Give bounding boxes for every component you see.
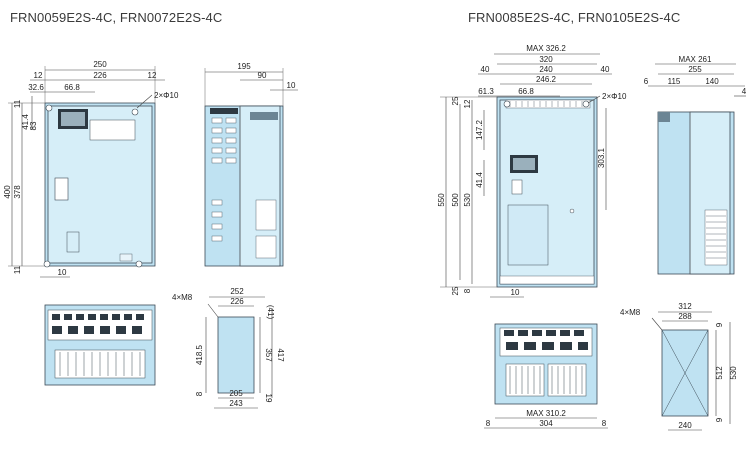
dim-8-rb-right: 8 <box>602 419 607 428</box>
dim-max-310-2: MAX 310.2 <box>526 409 566 418</box>
dim-90: 90 <box>258 71 267 80</box>
dim-400: 400 <box>3 185 12 199</box>
dim-512: 512 <box>715 366 724 380</box>
dim-max-326-2: MAX 326.2 <box>526 44 566 53</box>
dim-11-bottom: 11 <box>13 265 22 274</box>
dim-66-8: 66.8 <box>64 83 80 92</box>
right-side-dimensions: MAX 261 255 6 115 140 4 <box>644 55 747 97</box>
dim-9-top: 9 <box>715 322 724 327</box>
dim-252: 252 <box>230 287 244 296</box>
left-side-dimensions: 195 90 10 <box>204 62 298 106</box>
dim-255: 255 <box>688 65 702 74</box>
left-front-view <box>43 102 156 268</box>
dim-10-side: 10 <box>287 81 296 90</box>
dim-205: 205 <box>229 389 243 398</box>
right-front-dimensions: MAX 326.2 320 40 240 40 246.2 61.3 66.8 … <box>437 44 627 298</box>
dim-10-right-front: 10 <box>511 288 520 297</box>
dim-83: 83 <box>29 121 38 130</box>
dim-41-4: 41.4 <box>21 114 30 130</box>
dim-530-cutout: 530 <box>729 366 738 380</box>
dim-304: 304 <box>539 419 553 428</box>
dim-288: 288 <box>678 312 692 321</box>
dim-378: 378 <box>13 185 22 199</box>
dim-6: 6 <box>644 77 649 86</box>
dim-25-bottom: 25 <box>451 286 460 295</box>
dim-11-top: 11 <box>13 99 22 108</box>
dim-12: 12 <box>463 99 472 108</box>
dim-240: 240 <box>539 65 553 74</box>
dim-12-right: 12 <box>148 71 157 80</box>
dim-243: 243 <box>229 399 243 408</box>
dim-303-1: 303.1 <box>597 147 606 168</box>
dim-115: 115 <box>668 77 681 86</box>
left-side-view <box>204 105 284 267</box>
dim-500: 500 <box>451 193 460 207</box>
dim-19: 19 <box>264 394 273 403</box>
dim-41-paren: (41) <box>266 305 275 320</box>
dim-418-5: 418.5 <box>195 344 204 365</box>
hole-label-left: 2×Φ10 <box>154 91 179 100</box>
dim-250: 250 <box>93 60 107 69</box>
left-bottom-view <box>44 304 156 386</box>
holes-label-right: 4×M8 <box>620 308 641 317</box>
diagram-title-right: FRN0085E2S-4C, FRN0105E2S-4C <box>468 10 681 25</box>
dim-25-top: 25 <box>451 96 460 105</box>
dim-240-cutout: 240 <box>678 421 692 430</box>
dim-8-left-bottom: 8 <box>195 391 204 396</box>
dim-4: 4 <box>742 87 747 96</box>
dim-61-3: 61.3 <box>478 87 494 96</box>
right-cutout-view: 312 288 4×M8 9 512 530 9 240 <box>620 302 738 431</box>
dim-195: 195 <box>237 62 251 71</box>
dim-12-left: 12 <box>34 71 43 80</box>
dim-530: 530 <box>463 193 472 207</box>
dim-226: 226 <box>93 71 107 80</box>
left-front-dimensions: 250 12 226 12 32.6 66.8 2×Φ10 400 378 11… <box>3 60 179 278</box>
left-cutout-view: 252 226 4×M8 (41) 418.5 357 417 8 19 205… <box>172 287 285 409</box>
dim-246-2: 246.2 <box>536 75 557 84</box>
dim-147-2: 147.2 <box>475 119 484 140</box>
dim-226-bottom: 226 <box>230 297 244 306</box>
right-front-view <box>496 96 598 288</box>
diagram-title-left: FRN0059E2S-4C, FRN0072E2S-4C <box>10 10 223 25</box>
holes-label-left: 4×M8 <box>172 293 193 302</box>
dim-312: 312 <box>678 302 692 311</box>
dim-320: 320 <box>539 55 553 64</box>
dim-40-left: 40 <box>481 65 490 74</box>
dim-32-6: 32.6 <box>28 83 44 92</box>
dim-66-8-right: 66.8 <box>518 87 534 96</box>
hole-label-right: 2×Φ10 <box>602 92 627 101</box>
dim-10-left-front: 10 <box>58 268 67 277</box>
dim-417: 417 <box>276 348 285 362</box>
dim-8-right-front: 8 <box>463 288 472 293</box>
right-bottom-view: MAX 310.2 8 304 8 <box>484 323 608 429</box>
right-side-view <box>657 111 735 275</box>
dim-max-261: MAX 261 <box>679 55 712 64</box>
dim-9-bottom: 9 <box>715 417 724 422</box>
dim-8-rb-left: 8 <box>486 419 491 428</box>
dim-550: 550 <box>437 193 446 207</box>
dim-357: 357 <box>264 348 273 362</box>
dim-140: 140 <box>705 77 719 86</box>
dim-41-4-right: 41.4 <box>475 172 484 188</box>
dim-40-right: 40 <box>601 65 610 74</box>
